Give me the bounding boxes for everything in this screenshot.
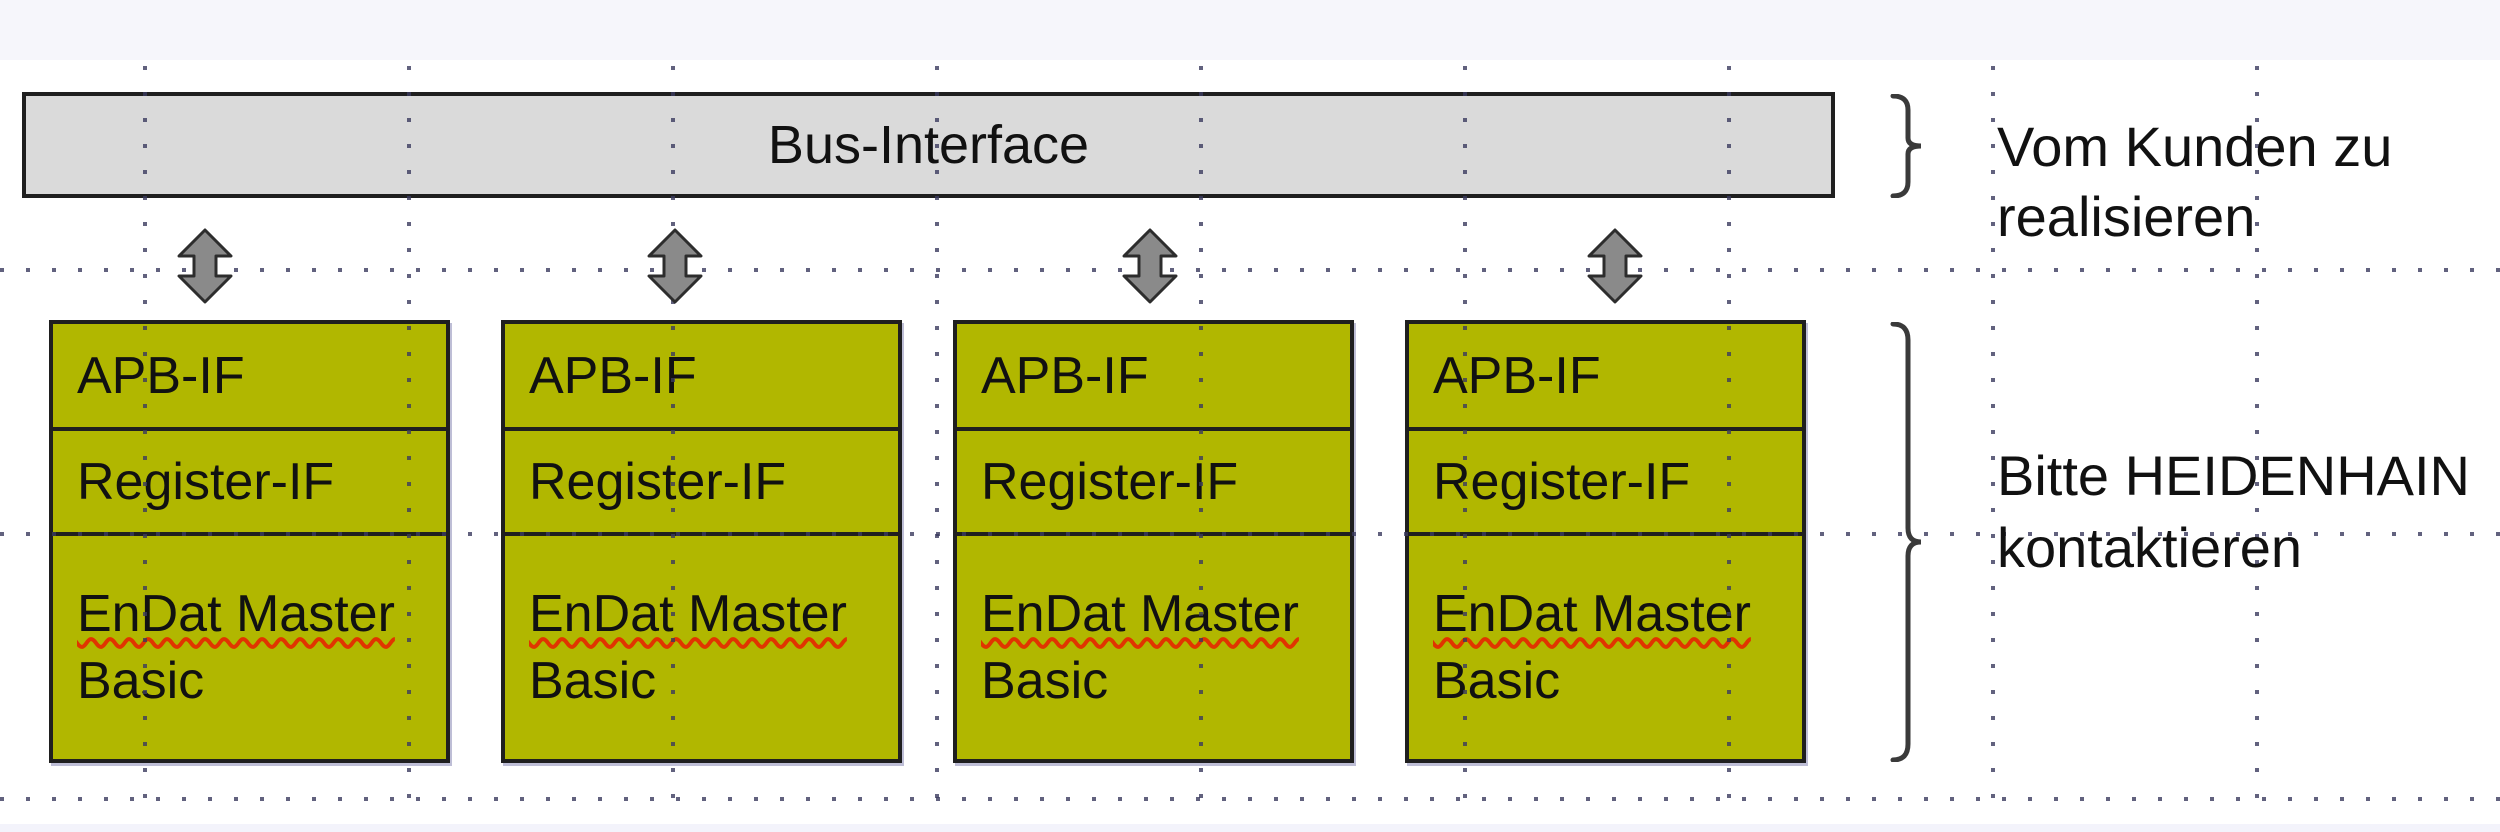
endat-basic-label: Basic xyxy=(1433,651,1561,710)
module-section-register: Register-IF xyxy=(53,427,446,532)
module-section-endat: EnDat Master Basic xyxy=(957,532,1350,759)
endat-master-label: EnDat Master xyxy=(981,584,1299,643)
endat-master-module-4: APB-IF Register-IF EnDat Master Basic xyxy=(1405,320,1806,763)
brace-bus-icon xyxy=(1890,94,1922,198)
module-section-endat: EnDat Master Basic xyxy=(1409,532,1802,759)
apb-if-label: APB-IF xyxy=(529,346,697,405)
register-if-label: Register-IF xyxy=(981,452,1239,511)
register-if-label: Register-IF xyxy=(1433,452,1691,511)
endat-master-label: EnDat Master xyxy=(529,584,847,643)
apb-if-label: APB-IF xyxy=(1433,346,1601,405)
module-section-endat: EnDat Master Basic xyxy=(505,532,898,759)
module-section-apb: APB-IF xyxy=(1409,324,1802,427)
endat-master-module-1: APB-IF Register-IF EnDat Master Basic xyxy=(49,320,450,763)
annotation-customer: Vom Kunden zu realisieren xyxy=(1997,112,2392,252)
endat-basic-label: Basic xyxy=(981,651,1109,710)
endat-master-module-3: APB-IF Register-IF EnDat Master Basic xyxy=(953,320,1354,763)
annotation-heidenhain-line1: Bitte HEIDENHAIN xyxy=(1997,444,2470,507)
apb-if-label: APB-IF xyxy=(981,346,1149,405)
updown-arrow-icon xyxy=(1587,228,1643,304)
annotation-heidenhain: Bitte HEIDENHAIN kontaktieren xyxy=(1997,440,2470,584)
module-section-register: Register-IF xyxy=(505,427,898,532)
module-section-endat: EnDat Master Basic xyxy=(53,532,446,759)
brace-modules-icon xyxy=(1890,322,1922,762)
endat-master-label: EnDat Master xyxy=(1433,584,1751,643)
endat-basic-label: Basic xyxy=(77,651,205,710)
endat-master-label: EnDat Master xyxy=(77,584,395,643)
module-section-apb: APB-IF xyxy=(53,324,446,427)
updown-arrow-icon xyxy=(1122,228,1178,304)
endat-master-module-2: APB-IF Register-IF EnDat Master Basic xyxy=(501,320,902,763)
updown-arrow-icon xyxy=(177,228,233,304)
module-section-register: Register-IF xyxy=(957,427,1350,532)
bus-interface-bar: Bus-Interface xyxy=(22,92,1835,198)
apb-if-label: APB-IF xyxy=(77,346,245,405)
module-section-register: Register-IF xyxy=(1409,427,1802,532)
updown-arrow-icon xyxy=(647,228,703,304)
annotation-customer-line1: Vom Kunden zu xyxy=(1997,115,2393,178)
register-if-label: Register-IF xyxy=(77,452,335,511)
endat-basic-label: Basic xyxy=(529,651,657,710)
module-section-apb: APB-IF xyxy=(505,324,898,427)
register-if-label: Register-IF xyxy=(529,452,787,511)
top-strip xyxy=(0,0,2500,60)
bottom-strip xyxy=(0,824,2500,832)
bus-interface-label: Bus-Interface xyxy=(767,115,1090,175)
annotation-customer-line2: realisieren xyxy=(1997,185,2256,248)
module-section-apb: APB-IF xyxy=(957,324,1350,427)
annotation-heidenhain-line2: kontaktieren xyxy=(1997,516,2303,579)
